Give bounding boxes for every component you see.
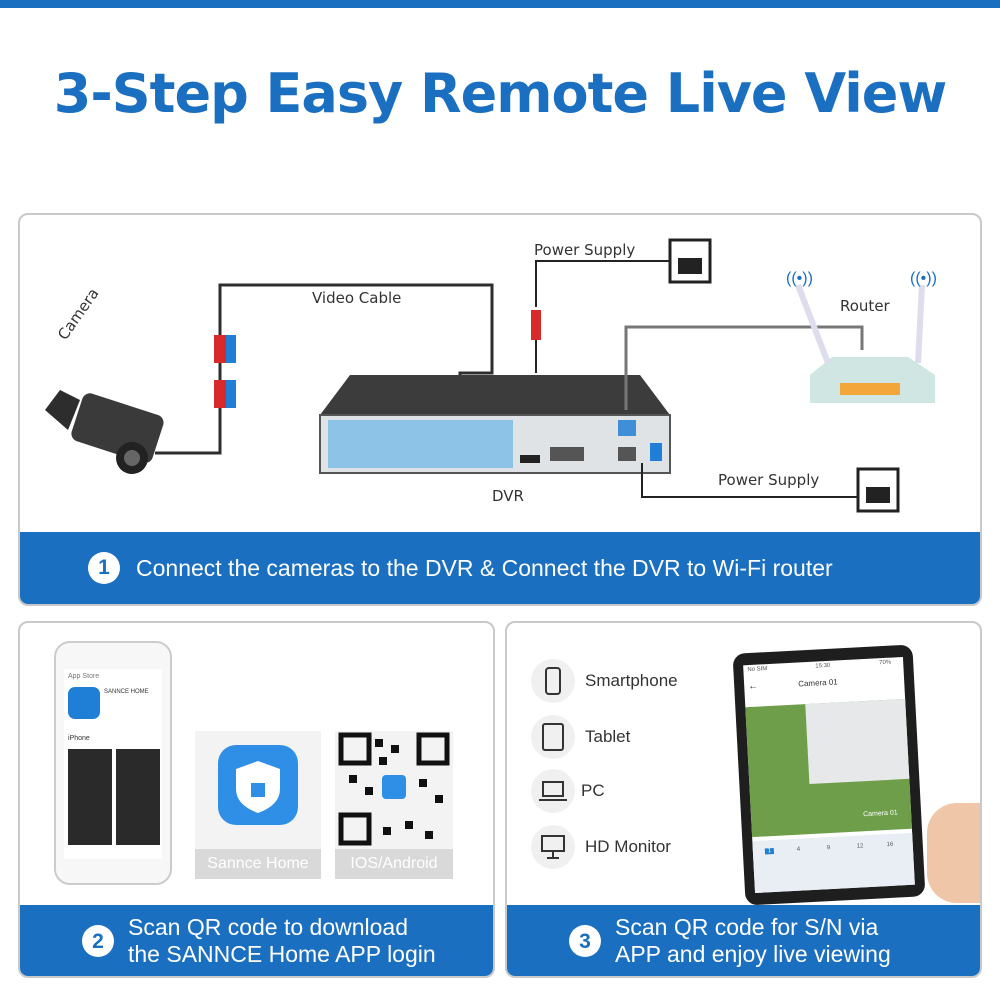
sannce-app-icon — [218, 745, 298, 825]
channel-button[interactable]: 1 — [764, 847, 775, 855]
step1-number: 1 — [88, 552, 120, 584]
device-pc: PC — [581, 781, 605, 800]
smartphone-icon — [531, 659, 575, 703]
phone-store-label: App Store — [68, 673, 100, 680]
page-title: 3-Step Easy Remote Live View — [53, 62, 947, 125]
app-tile-label: Sannce Home — [195, 849, 321, 879]
device-tablet: Tablet — [585, 727, 631, 746]
connection-diagram: ((•)) ((•)) — [45, 238, 937, 513]
device-hd-monitor: HD Monitor — [585, 837, 671, 856]
video-cable — [155, 283, 494, 455]
laptop-icon — [531, 769, 575, 813]
channel-button[interactable]: 12 — [856, 843, 864, 850]
step2-text-line1: Scan QR code to download — [128, 913, 409, 940]
router-label: Router — [840, 297, 890, 315]
svg-text:((•)): ((•)) — [786, 270, 813, 287]
step1-text: Connect the cameras to the DVR & Connect… — [136, 554, 833, 581]
qr-tile-label: IOS/Android — [335, 849, 453, 879]
live-video-feed[interactable]: Camera 01 — [745, 698, 912, 838]
power-supply-top-label: Power Supply — [534, 241, 636, 259]
step2-number: 2 — [82, 925, 114, 957]
video-wall — [805, 698, 910, 785]
step3-text-line2: APP and enjoy live viewing — [615, 940, 891, 967]
channel-button[interactable]: 16 — [886, 841, 894, 849]
top-accent-bar — [0, 0, 1000, 8]
status-time: 15:30 — [815, 662, 831, 670]
qr-code-icon — [338, 732, 450, 846]
status-battery: 70% — [879, 659, 892, 667]
channel-bar: 1 4 9 12 16 — [752, 832, 915, 894]
svg-text:((•)): ((•)) — [910, 270, 937, 287]
back-arrow-icon[interactable]: ← — [747, 680, 759, 693]
power-supply-bottom — [641, 463, 900, 513]
tablet-icon — [531, 715, 575, 759]
step3-banner: 3 Scan QR code for S/N via APP and enjoy… — [507, 905, 980, 976]
step2-text-line2: the SANNCE Home APP login — [128, 940, 436, 967]
monitor-icon — [531, 825, 575, 869]
step3-number: 3 — [569, 925, 601, 957]
phone-app-icon — [68, 687, 100, 719]
phone-screenshot-2 — [116, 749, 160, 845]
step3-text-line1: Scan QR code for S/N via — [615, 913, 879, 940]
tablet-screen: No SIM 15:30 70% ← Camera 01 Camera 01 1… — [743, 656, 915, 894]
power-supply-bottom-label: Power Supply — [718, 471, 820, 489]
phone-app-name: SANNCE HOME — [104, 689, 149, 695]
phone-section-label: iPhone — [68, 735, 90, 742]
channel-button[interactable]: 4 — [796, 846, 801, 853]
status-carrier: No SIM — [747, 666, 768, 674]
router-icon: ((•)) ((•)) — [786, 270, 937, 403]
screen-title: Camera 01 — [797, 677, 838, 689]
dvr-device — [319, 375, 671, 474]
channel-button[interactable]: 9 — [826, 845, 831, 852]
phone-mockup: App Store SANNCE HOME iPhone — [54, 641, 172, 885]
tablet-mockup: No SIM 15:30 70% ← Camera 01 Camera 01 1… — [732, 644, 926, 906]
dvr-label: DVR — [492, 487, 524, 505]
ethernet-cable — [624, 325, 864, 410]
camera-icon — [45, 390, 164, 474]
device-smartphone: Smartphone — [585, 671, 678, 690]
video-cable-label: Video Cable — [312, 289, 402, 307]
phone-screenshot-1 — [68, 749, 112, 845]
step1-panel: ((•)) ((•)) Camera Video Cable Power Sup… — [18, 213, 982, 606]
phone-screen: App Store SANNCE HOME iPhone — [64, 669, 162, 859]
video-overlay-label: Camera 01 — [862, 809, 898, 819]
step3-panel: Smartphone Tablet PC HD Monitor No SIM 1… — [505, 621, 982, 978]
step1-banner: 1 Connect the cameras to the DVR & Conne… — [20, 532, 980, 604]
step2-banner: 2 Scan QR code to download the SANNCE Ho… — [20, 905, 493, 976]
hand-image — [927, 803, 980, 903]
power-supply-top — [531, 238, 712, 373]
step2-panel: App Store SANNCE HOME iPhone Sannce Home… — [18, 621, 495, 978]
app-download-tile: Sannce Home — [195, 731, 321, 879]
shield-icon — [236, 761, 280, 813]
qr-code-tile[interactable]: IOS/Android — [335, 731, 453, 879]
